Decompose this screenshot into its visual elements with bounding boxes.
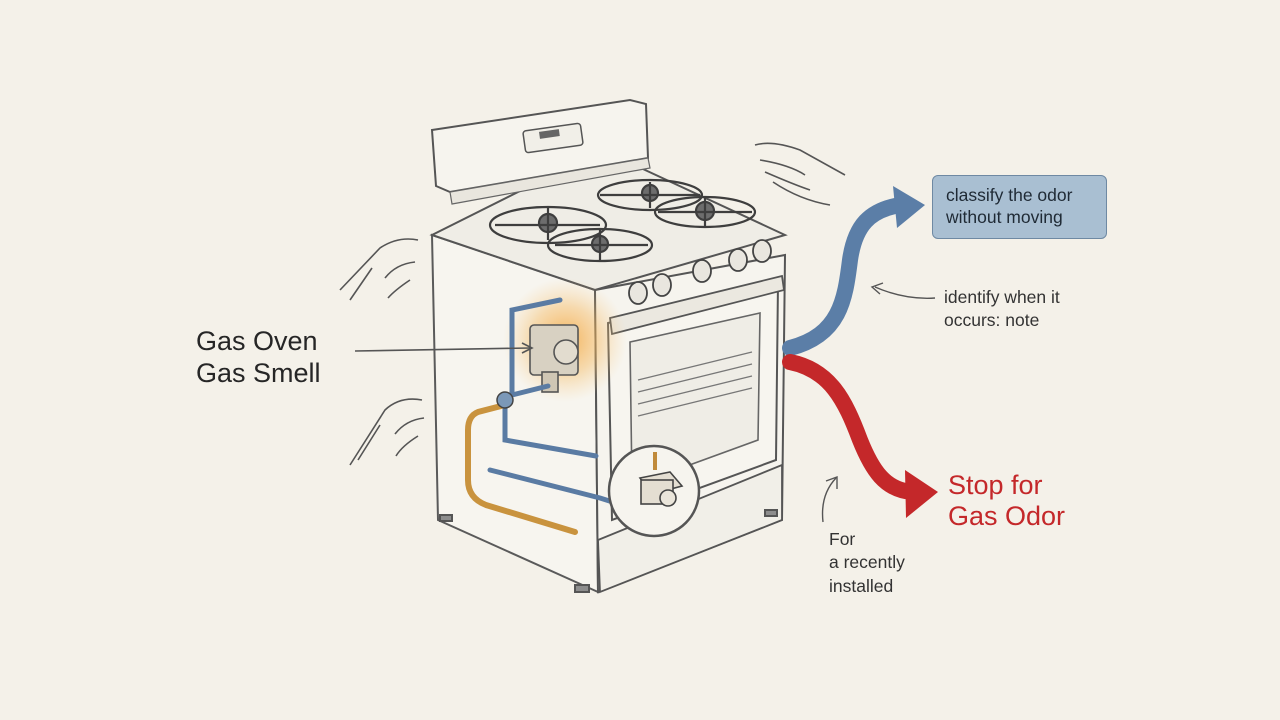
hand-left-upper — [339, 238, 419, 301]
recent-line-2: a recently — [829, 552, 905, 573]
title-line-1: Gas Oven — [196, 326, 318, 356]
identify-line-1: identify when it — [944, 287, 1060, 307]
recent-line-3: installed — [829, 575, 894, 596]
title-pointer — [354, 347, 531, 352]
warning-line-2: Gas Odor — [948, 501, 1066, 532]
identify-line-2: occurs: note — [944, 309, 1040, 330]
identify-note: identify when it occurs: note — [944, 286, 1060, 332]
classify-callout: classify the odor without moving — [932, 175, 1107, 239]
title-line-2: Gas Smell — [196, 357, 321, 388]
control-display — [522, 122, 584, 154]
control-knobs — [628, 239, 772, 305]
blue-gas-line — [487, 297, 641, 513]
hand-left-lower — [349, 398, 425, 466]
blue-arrow — [782, 197, 908, 356]
warning-line-1: Stop for — [948, 470, 1043, 500]
hand-top-right — [754, 142, 846, 206]
recent-pointer — [821, 477, 837, 523]
warning-label: Stop for Gas Odor — [948, 470, 1065, 533]
callout-line-1: classify the odor — [946, 185, 1073, 205]
recent-line-1: For — [829, 529, 856, 549]
burner-grates — [488, 178, 757, 263]
red-arrow — [782, 354, 920, 500]
callout-line-2: without moving — [946, 207, 1063, 228]
oven-rack — [637, 351, 753, 417]
recent-install-note: For a recently installed — [829, 528, 905, 598]
flex-gas-line — [465, 402, 578, 535]
regulator-valve — [638, 452, 684, 507]
storage-drawer — [597, 463, 783, 594]
diagram-title: Gas Oven Gas Smell — [196, 326, 321, 390]
gas-valve — [529, 324, 579, 393]
oven-window — [629, 311, 761, 488]
identify-pointer — [874, 286, 936, 299]
